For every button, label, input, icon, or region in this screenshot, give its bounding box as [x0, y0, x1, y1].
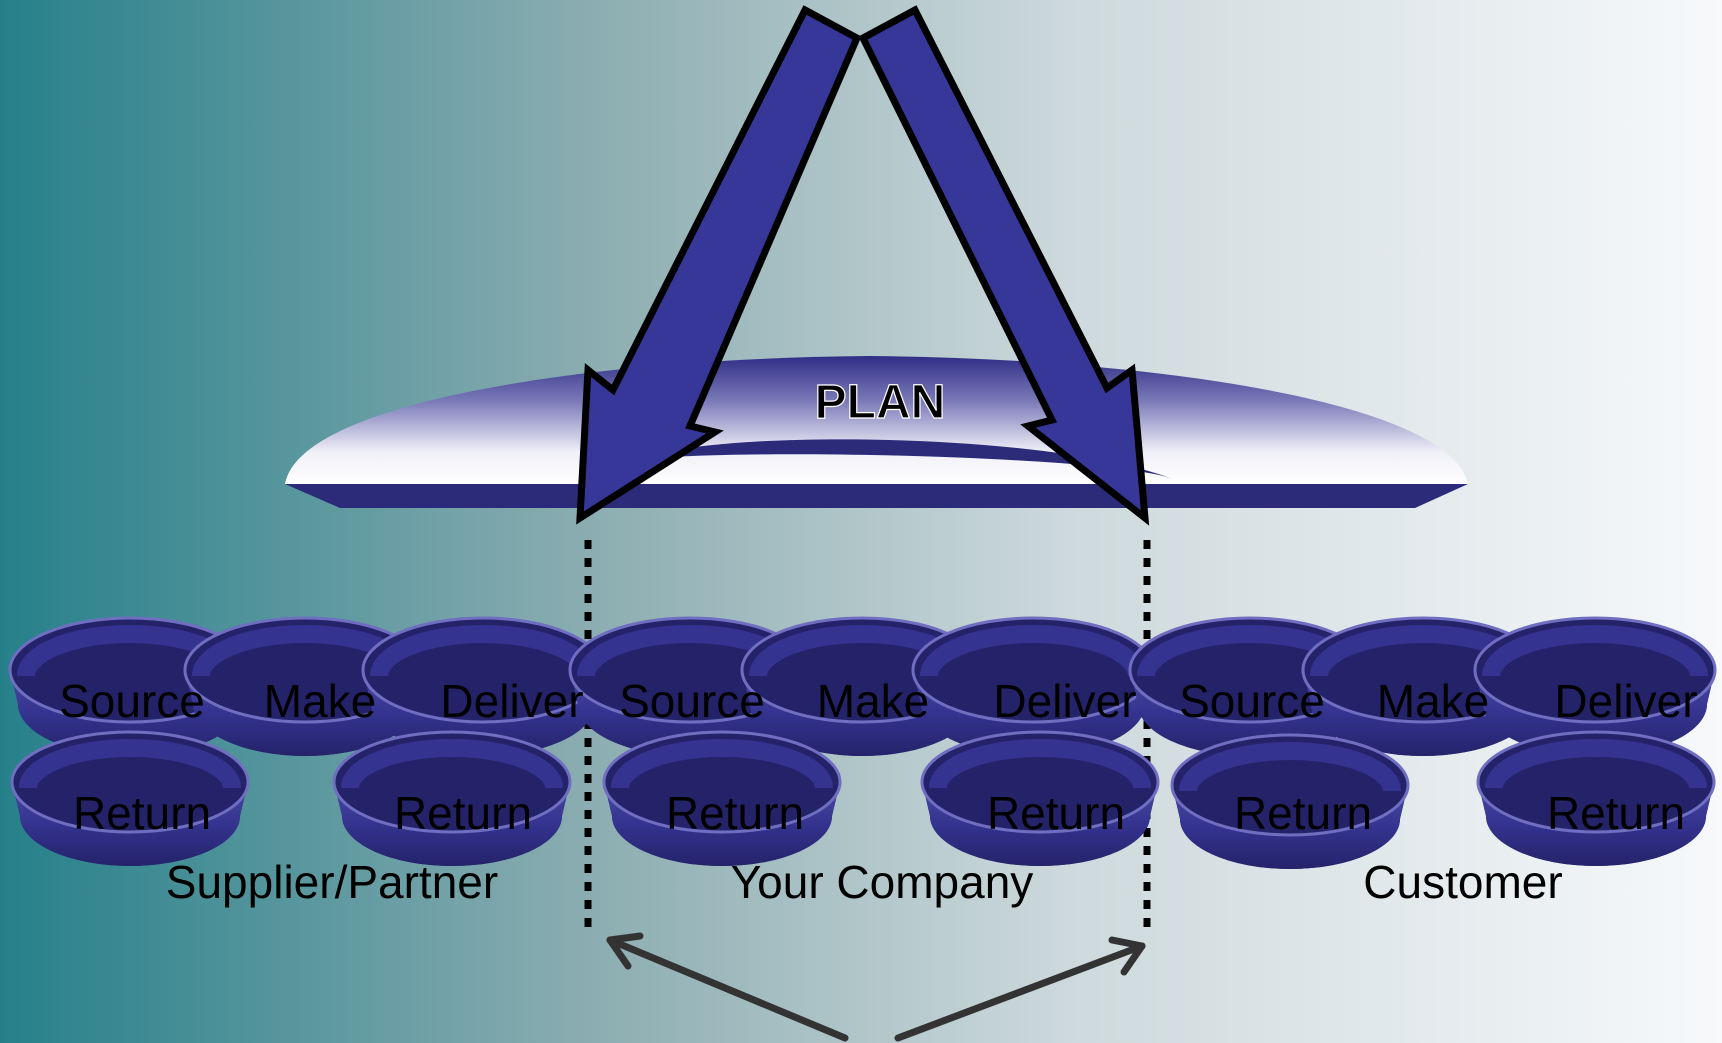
boundary-arrow-right [894, 936, 1146, 1042]
supplier-make-ring [183, 616, 427, 756]
supplier-source-label: Source [59, 675, 205, 727]
company-make-label: Make [817, 675, 929, 727]
customer-deliver-ring [1473, 616, 1717, 756]
supplier-return-label-1: Return [73, 787, 211, 839]
company-return-ring-1 [602, 730, 842, 866]
company-deliver-ring [911, 616, 1155, 756]
process-rings [8, 616, 1717, 869]
boundary-arrow-left [606, 932, 849, 1042]
company-return-ring-2 [920, 730, 1160, 866]
supplier-make-label: Make [264, 675, 376, 727]
customer-group-label: Customer [1363, 856, 1562, 908]
plan-arrow-left [576, 5, 862, 525]
company-deliver-label: Deliver [993, 675, 1136, 727]
supplier-group-label: Supplier/Partner [166, 856, 498, 908]
supplier-deliver-label: Deliver [440, 675, 583, 727]
company-source-label: Source [619, 675, 765, 727]
customer-return-label-1: Return [1234, 787, 1372, 839]
company-group-label: Your Company [731, 856, 1034, 908]
customer-make-label: Make [1377, 675, 1489, 727]
plan-arrow-right [858, 5, 1150, 526]
customer-source-label: Source [1179, 675, 1325, 727]
customer-return-ring-1 [1170, 733, 1410, 869]
customer-deliver-label: Deliver [1554, 675, 1697, 727]
customer-return-label-2: Return [1547, 787, 1685, 839]
supplier-return-ring-1 [10, 730, 250, 866]
supplier-return-ring-2 [332, 730, 572, 866]
plan-label: PLAN [815, 376, 946, 429]
company-return-label-2: Return [987, 787, 1125, 839]
customer-return-ring-2 [1476, 730, 1716, 866]
supplier-return-label-2: Return [394, 787, 532, 839]
company-return-label-1: Return [666, 787, 804, 839]
